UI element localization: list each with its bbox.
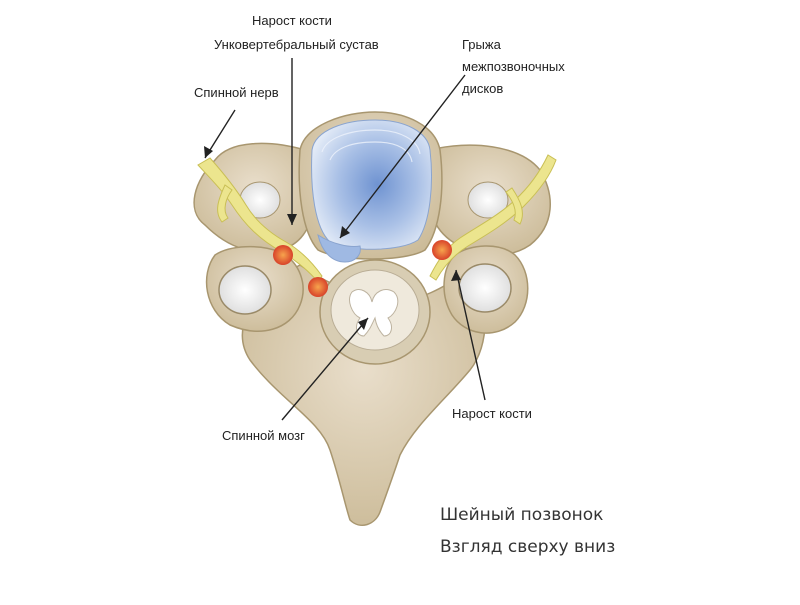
label-bone-spur-right: Нарост кости <box>452 406 532 421</box>
arrowhead-hernia <box>340 226 350 238</box>
bone-spur-left-upper <box>273 245 293 265</box>
left-articular-facet <box>218 265 272 315</box>
disc-herniation <box>317 233 361 263</box>
leader-lines <box>204 58 486 421</box>
label-spinal-nerve: Спинной нерв <box>194 85 279 100</box>
right-transverse-foramen <box>467 181 509 219</box>
arrow-spinal-cord <box>281 317 369 421</box>
left-nerve-branch <box>217 184 233 223</box>
label-spinal-cord: Спинной мозг <box>222 428 305 443</box>
caption-title: Шейный позвонок <box>440 505 604 525</box>
arrow-heads <box>204 146 461 330</box>
arrowhead-bone-spur-right <box>451 270 461 281</box>
right-articular-facet <box>458 263 512 313</box>
arrowhead-spinal-cord <box>358 318 368 330</box>
caption-subtitle: Взгляд сверху вниз <box>440 537 616 557</box>
arrowhead-spinal-nerve <box>204 146 213 158</box>
arrow-hernia <box>339 74 466 239</box>
label-hernia-line3: дисков <box>462 81 504 96</box>
label-hernia-line2: межпозвоночных <box>462 59 565 74</box>
bone-spur-right <box>432 240 452 260</box>
intervertebral-disc <box>311 119 432 250</box>
arrow-bone-spur-right <box>455 269 486 401</box>
right-nerve-branch <box>505 187 523 225</box>
arrowhead-bone-spur-top <box>287 214 297 225</box>
label-bone-spur-top: Нарост кости <box>252 13 332 28</box>
label-uncovertebral-joint: Унковертебральный сустав <box>214 37 379 52</box>
bone-spur-left-lower <box>308 277 328 297</box>
label-hernia-line1: Грыжа <box>462 37 501 52</box>
